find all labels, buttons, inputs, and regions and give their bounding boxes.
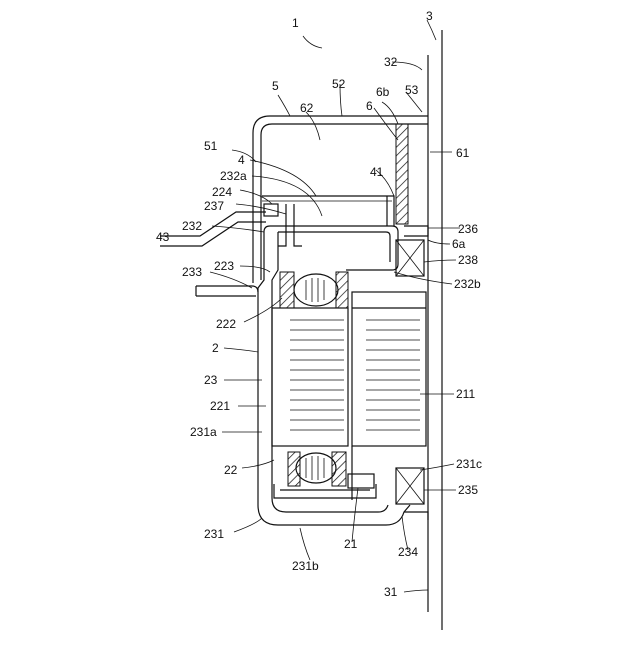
label-231c: 231c: [456, 457, 482, 471]
label-53: 53: [405, 83, 419, 97]
label-232a: 232a: [220, 169, 247, 183]
label-223: 223: [214, 259, 234, 273]
label-2: 2: [212, 341, 219, 355]
reference-labels: 1 3 32 5 52 6b 53 6 62 51 61 4 41 232a 2…: [156, 9, 482, 599]
label-221: 221: [210, 399, 230, 413]
inner-plate: [262, 196, 394, 226]
label-232b: 232b: [454, 277, 481, 291]
label-6a: 6a: [452, 237, 466, 251]
label-41: 41: [370, 165, 384, 179]
label-231a: 231a: [190, 425, 217, 439]
stator-core: [272, 308, 348, 446]
label-232: 232: [182, 219, 202, 233]
bracket-236: [404, 226, 428, 236]
label-52: 52: [332, 77, 346, 91]
label-4: 4: [238, 153, 245, 167]
label-231: 231: [204, 527, 224, 541]
label-23: 23: [204, 373, 218, 387]
label-236: 236: [458, 222, 478, 236]
seal-member: [396, 124, 408, 224]
label-237: 237: [204, 199, 224, 213]
label-32: 32: [384, 55, 398, 69]
label-235: 235: [458, 483, 478, 497]
crossed-box-lower: [396, 468, 424, 504]
label-222: 222: [216, 317, 236, 331]
label-31: 31: [384, 585, 398, 599]
label-1: 1: [292, 16, 299, 30]
label-5: 5: [272, 79, 279, 93]
label-211: 211: [456, 387, 475, 401]
bracket-234: [404, 512, 428, 520]
label-21: 21: [344, 537, 358, 551]
upper-bearing: [280, 272, 348, 308]
crossed-box-upper: [396, 240, 424, 276]
label-231b: 231b: [292, 559, 319, 573]
lower-bearing: [288, 452, 374, 488]
label-51: 51: [204, 139, 218, 153]
panel-plate: [428, 30, 442, 630]
label-6: 6: [366, 99, 373, 113]
label-238: 238: [458, 253, 478, 267]
rotor-core: [352, 292, 426, 446]
terminal-pin: [264, 204, 302, 246]
label-62: 62: [300, 101, 314, 115]
label-6b: 6b: [376, 85, 390, 99]
label-61: 61: [456, 146, 470, 160]
label-43: 43: [156, 230, 170, 244]
label-234: 234: [398, 545, 418, 559]
label-22: 22: [224, 463, 238, 477]
label-3: 3: [426, 9, 433, 23]
label-224: 224: [212, 185, 232, 199]
label-233: 233: [182, 265, 202, 279]
lead-wire: [160, 212, 266, 246]
